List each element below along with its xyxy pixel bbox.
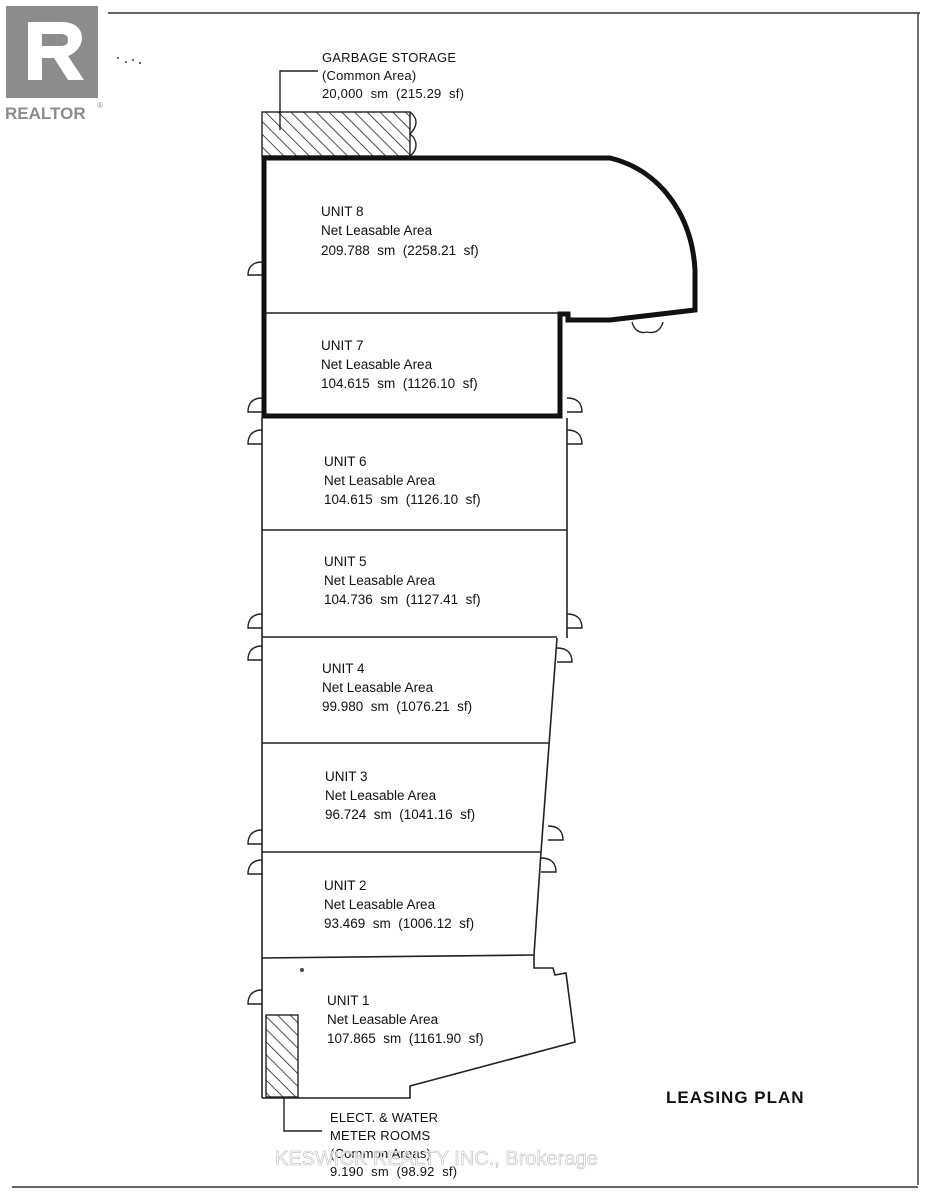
unit-name: UNIT 8: [321, 204, 364, 219]
unit-name: UNIT 5: [324, 554, 367, 569]
door-swings: [247, 261, 664, 1005]
unit-area: 209.788 sm (2258.21 sf): [321, 243, 479, 258]
unit-area: 107.865 sm (1161.90 sf): [327, 1031, 484, 1046]
unit-3-label: UNIT 3 Net Leasable Area 96.724 sm (1041…: [325, 769, 475, 822]
meter-label-line3: (Common Areas): [330, 1146, 431, 1161]
scan-specks: [117, 57, 304, 972]
garbage-label-line3: 20,000 sm (215.29 sf): [322, 86, 464, 101]
meter-label-line1: ELECT. & WATER: [330, 1110, 438, 1125]
garbage-label-line1: GARBAGE STORAGE: [322, 50, 456, 65]
realtor-logo-text: REALTOR: [5, 104, 86, 123]
meter-room-area: [265, 1014, 299, 1098]
garbage-label: GARBAGE STORAGE (Common Area) 20,000 sm …: [322, 50, 464, 101]
unit-5-label: UNIT 5 Net Leasable Area 104.736 sm (112…: [324, 554, 481, 607]
unit-desc: Net Leasable Area: [322, 680, 434, 695]
unit-desc: Net Leasable Area: [324, 573, 436, 588]
realtor-logo-mark: ®: [97, 101, 103, 110]
unit-name: UNIT 6: [324, 454, 367, 469]
unit-name: UNIT 2: [324, 878, 367, 893]
meter-label-line4: 9.190 sm (98.92 sf): [330, 1164, 457, 1179]
unit-desc: Net Leasable Area: [324, 897, 436, 912]
realtor-r-glyph: [28, 22, 84, 80]
unit-desc: Net Leasable Area: [325, 788, 437, 803]
unit-1-label: UNIT 1 Net Leasable Area 107.865 sm (116…: [327, 993, 484, 1046]
unit-desc: Net Leasable Area: [327, 1012, 439, 1027]
garbage-storage-area: [261, 111, 417, 157]
unit-name: UNIT 4: [322, 661, 365, 676]
plan-title: LEASING PLAN: [666, 1088, 805, 1107]
unit-4-label: UNIT 4 Net Leasable Area 99.980 sm (1076…: [322, 661, 472, 714]
unit-8-label: UNIT 8 Net Leasable Area 209.788 sm (225…: [321, 204, 479, 258]
unit-area: 99.980 sm (1076.21 sf): [322, 699, 472, 714]
unit-desc: Net Leasable Area: [324, 473, 436, 488]
unit-area: 104.615 sm (1126.10 sf): [321, 376, 478, 391]
unit-name: UNIT 1: [327, 993, 370, 1008]
meter-room-label: ELECT. & WATER METER ROOMS (Common Areas…: [330, 1110, 457, 1179]
unit-area: 104.615 sm (1126.10 sf): [324, 492, 481, 507]
meter-label-line2: METER ROOMS: [330, 1128, 431, 1143]
unit-name: UNIT 7: [321, 338, 364, 353]
brokerage-watermark: KESWICK REALTY INC., Brokerage: [275, 1148, 598, 1170]
highlighted-units-outline: [261, 155, 698, 419]
unit-area: 96.724 sm (1041.16 sf): [325, 807, 475, 822]
unit-area: 93.469 sm (1006.12 sf): [324, 916, 474, 931]
garbage-leader-line: [279, 70, 318, 130]
unit-desc: Net Leasable Area: [321, 223, 433, 238]
garbage-label-line2: (Common Area): [322, 68, 416, 83]
unit-name: UNIT 3: [325, 769, 368, 784]
unit-6-label: UNIT 6 Net Leasable Area 104.615 sm (112…: [324, 454, 481, 507]
lower-building-outline: [261, 418, 576, 1099]
unit-desc: Net Leasable Area: [321, 357, 433, 372]
realtor-logo: REALTOR ®: [5, 6, 103, 123]
unit-7-label: UNIT 7 Net Leasable Area 104.615 sm (112…: [321, 338, 478, 391]
unit-2-label: UNIT 2 Net Leasable Area 93.469 sm (1006…: [324, 878, 474, 931]
meter-leader-line: [283, 1097, 322, 1132]
unit-area: 104.736 sm (1127.41 sf): [324, 592, 481, 607]
